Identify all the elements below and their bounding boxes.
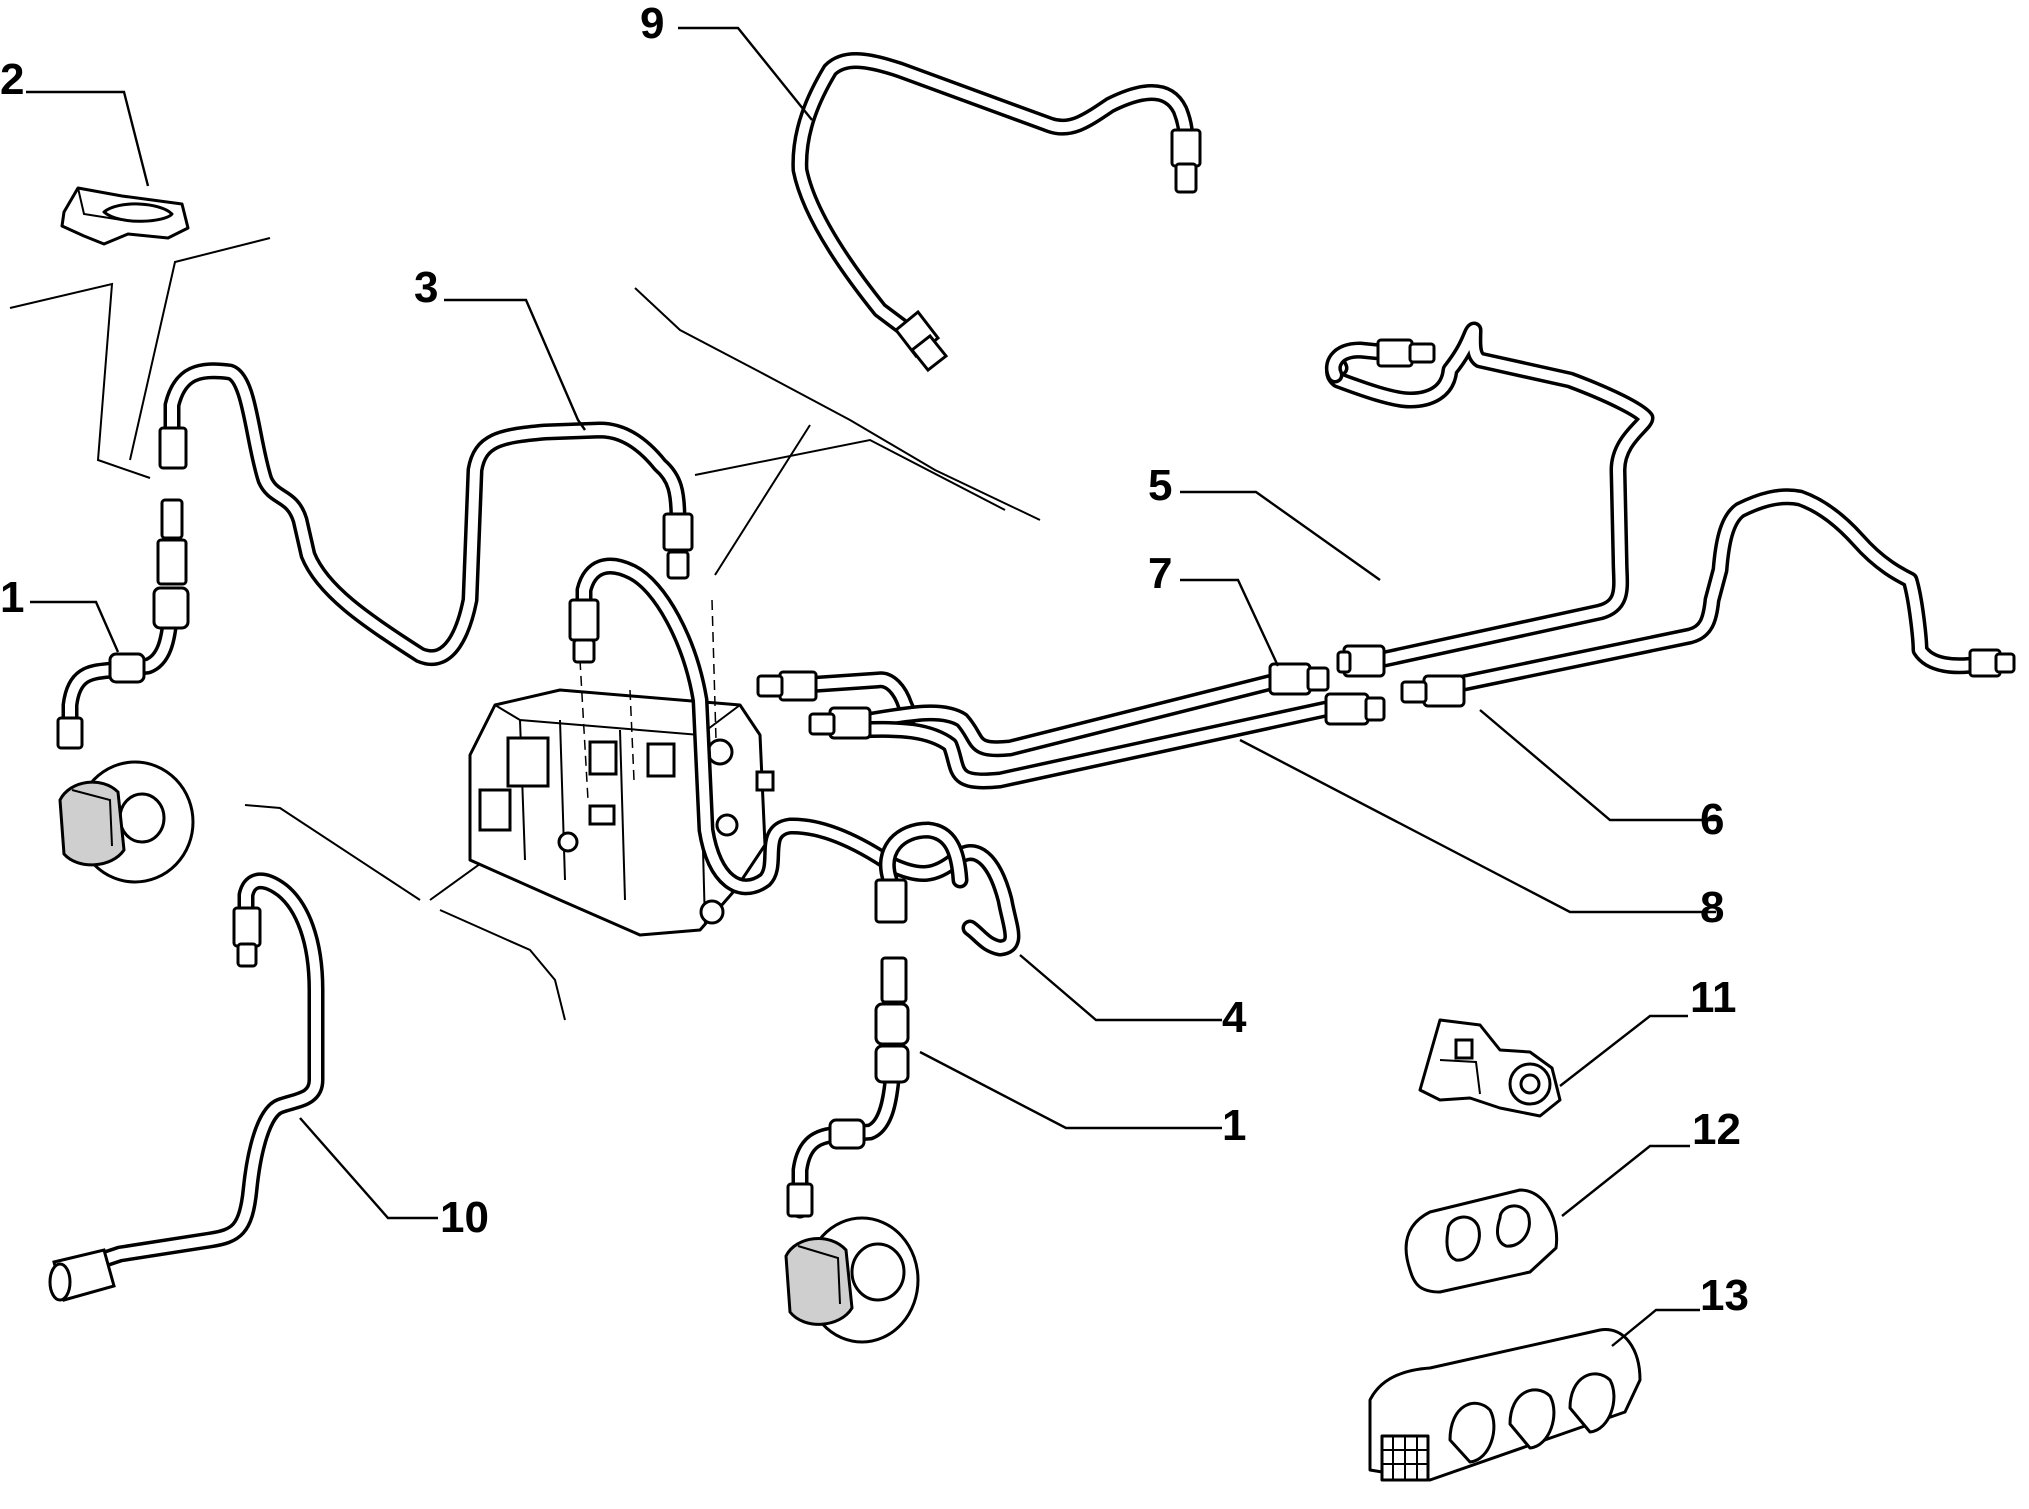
left-front-brake-disc — [58, 760, 195, 884]
callout-12: 12 — [1692, 1105, 1741, 1154]
brake-pipes-part-6-and-8 — [808, 488, 2016, 790]
callout-1-right: 1 — [1222, 1101, 1246, 1150]
callout-5: 5 — [1148, 461, 1172, 510]
right-front-brake-disc — [784, 1216, 920, 1344]
brake-pipe-part-9 — [791, 52, 1202, 373]
callout-4: 4 — [1222, 993, 1247, 1042]
callout-3: 3 — [414, 263, 438, 312]
leader-lines — [26, 26, 1716, 1347]
spring-clip-part-2 — [60, 186, 190, 246]
abs-hydraulic-modulator-block — [468, 599, 775, 937]
callout-1-left: 1 — [0, 573, 24, 622]
flexible-brake-hose-right-part-1 — [786, 821, 969, 1219]
brake-pipes-part-5-and-7 — [756, 321, 1655, 758]
pipe-clip-part-11 — [1418, 1018, 1562, 1118]
callout-11: 11 — [1690, 973, 1737, 1022]
callout-13: 13 — [1700, 1271, 1749, 1320]
brake-pipe-part-3 — [158, 362, 694, 666]
callout-labels: 2 3 9 1 5 7 6 8 4 1 10 11 12 13 — [0, 0, 1749, 1320]
brake-pipe-part-4 — [568, 557, 1021, 957]
double-pipe-clip-part-12 — [1404, 1188, 1559, 1294]
callout-2: 2 — [0, 55, 24, 104]
flexible-brake-hose-left-part-1 — [56, 498, 190, 750]
brake-pipe-part-10 — [48, 872, 325, 1302]
callout-6: 6 — [1700, 795, 1724, 844]
triple-pipe-clip-part-13 — [1368, 1328, 1642, 1482]
callout-8: 8 — [1700, 883, 1724, 932]
callout-10: 10 — [440, 1193, 489, 1242]
callout-7: 7 — [1148, 549, 1172, 598]
perspective-guide-lines — [9, 237, 1041, 1021]
callout-9: 9 — [640, 0, 664, 48]
